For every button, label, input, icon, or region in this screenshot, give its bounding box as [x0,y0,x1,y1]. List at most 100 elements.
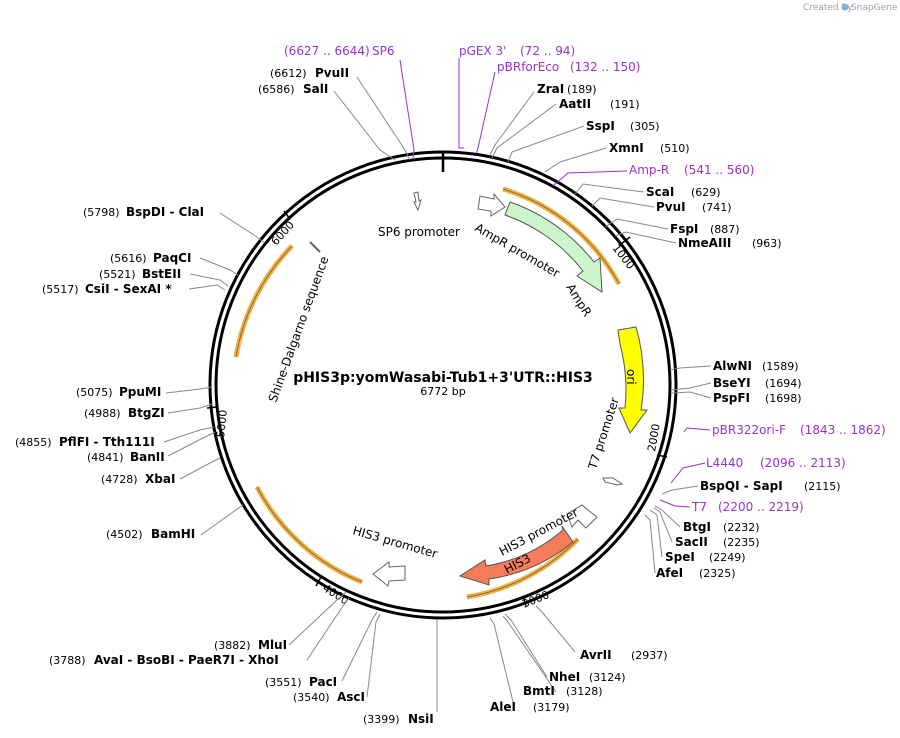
enzyme-pos-xmni: (510) [660,142,690,155]
tick-mark-2000 [656,454,668,458]
enzyme-leader-avrii [535,605,576,653]
enzyme-name-nmeaiii: NmeAIII [678,236,731,250]
feature-his3-arrow [458,525,574,586]
enzyme-leader-pspfi [671,391,712,399]
enzyme-leader-bamhi [200,504,244,536]
enzyme-leader-lines [163,76,712,712]
feature-t7-promoter-arrow [602,477,624,486]
enzyme-pos-btgzi: (4988) [84,407,121,420]
enzyme-leader-fspi [604,218,669,230]
enzyme-pos-bamhi: (4502) [106,528,143,541]
enzyme-pos-avrii: (2937) [631,649,668,662]
enzyme-pos-zrai: (189) [567,83,597,96]
enzyme-pos-banii: (4841) [87,451,124,464]
enzyme-name-nsii: NsiI [408,712,434,726]
enzyme-name-sspi: SspI [586,119,615,133]
enzyme-name-bspdi: BspDI - ClaI [126,205,204,219]
enzyme-name-alwni: AlwNI [713,359,752,373]
enzyme-pos-nhei: (3124) [589,671,626,684]
enzyme-name-afei: AfeI [656,566,683,580]
enzyme-leader-pvuii [356,76,411,161]
enzyme-leader-paci [341,611,378,682]
enzyme-pos-pflfi: (4855) [15,436,52,449]
enzyme-labels: (6612) PvuII (6586) SalI ZraI (189) AatI… [15,66,841,726]
enzyme-pos-fspi: (887) [710,223,740,236]
enzyme-pos-avai: (3788) [49,654,86,667]
enzyme-name-banii: BanII [130,450,165,464]
enzyme-leader-bspqi [661,485,699,495]
feature-sp6-promoter-arrow [413,191,422,212]
enzyme-pos-mlui: (3882) [214,639,251,652]
enzyme-name-asci: AscI [337,690,365,704]
enzyme-leader-sali [333,90,396,161]
tick-label-1000: 1000 [610,242,637,272]
enzyme-leader-banii [167,431,216,457]
primer-labels: (6627 .. 6644) SP6 pGEX 3' (72 .. 94) pB… [284,44,886,514]
enzyme-name-zrai: ZraI [537,82,564,96]
feature-left-lower-orf-line [256,486,363,583]
primer-leader-t7 [659,499,691,508]
enzyme-pos-asci: (3540) [293,691,330,704]
tick-label-5000: 5000 [214,409,230,438]
enzyme-name-bmti: BmtI [523,684,555,698]
tick-mark-5000 [206,406,218,409]
primer-range-l4440: (2096 .. 2113) [760,456,846,470]
enzyme-pos-sali: (6586) [258,83,295,96]
enzyme-pos-spei: (2249) [709,551,746,564]
enzyme-leader-aatii [491,103,557,159]
enzyme-pos-nmeaiii: (963) [752,237,782,250]
enzyme-name-aatii: AatII [559,97,591,111]
enzyme-leader-btgi [654,505,681,528]
feature-label-ampr: AmpR [563,281,594,319]
enzyme-name-btgzi: BtgZI [128,406,165,420]
enzyme-name-xmni: XmnI [609,141,644,155]
enzyme-pos-aatii: (191) [610,98,640,111]
watermark-created-by: Created by [803,3,853,13]
enzyme-leader-asci [366,613,381,698]
enzyme-pos-afei: (2325) [699,567,736,580]
enzyme-leader-xmni [544,147,607,173]
enzyme-leader-zrai [489,91,535,156]
enzyme-name-xbai: XbaI [145,472,175,486]
enzyme-name-spei: SpeI [665,550,695,564]
feature-label-t7-promoter: T7 promoter [585,396,622,472]
enzyme-leader-bseyi [671,382,712,391]
enzyme-name-mlui: MluI [258,638,287,652]
feature-his3-orf-line [466,538,579,598]
feature-ampr-promoter-arrow [477,192,506,217]
feature-ori-arrow [617,326,648,434]
enzyme-name-bsteii: BstEII [142,267,181,281]
watermark-brand: SnapGene [851,3,898,13]
primer-name-pgex3: pGEX 3' [459,44,506,58]
primer-name-sp6: SP6 [372,44,395,58]
enzyme-pos-sacii: (2235) [723,536,760,549]
primer-name-pbrforeco: pBRforEco [497,60,559,74]
enzyme-pos-pvui: (741) [702,201,732,214]
primer-range-pgex3: (72 .. 94) [520,44,575,58]
enzyme-leader-alwni [669,365,712,371]
enzyme-leader-csii [188,284,226,291]
tick-mark-3000 [522,595,527,607]
enzyme-pos-btgi: (2232) [723,521,760,534]
snapgene-watermark: Created by SnapGene [803,3,898,13]
primer-leader-sp6 [399,59,415,159]
feature-ampr-arrow [504,201,603,293]
tick-label-2000: 2000 [645,423,663,453]
feature-his3-promoter-right-arrow [566,504,598,529]
primer-range-t7: (2200 .. 2219) [718,500,804,514]
tick-mark-1000 [620,236,631,245]
feature-his3-promoter-left-arrow [372,561,406,587]
enzyme-name-ppumi: PpuMI [119,385,161,399]
enzyme-name-csii: CsiI - SexAI * [85,282,172,296]
primer-name-t7: T7 [691,500,707,514]
tick-label-3000: 3000 [520,588,551,611]
enzyme-name-pvuii: PvuII [315,66,349,80]
plasmid-title: pHIS3p:yomWasabi-Tub1+3'UTR::HIS3 6772 b… [293,370,593,398]
enzyme-name-bspqi: BspQI - SapI [700,479,783,493]
feature-ampr-orf-line [502,188,620,285]
enzyme-pos-alwni: (1589) [762,360,799,373]
enzyme-pos-ppumi: (5075) [76,386,113,399]
enzyme-pos-sspi: (305) [630,120,660,133]
primer-leader-pbr322ori-f [683,427,711,433]
enzyme-leader-afei [644,514,656,574]
